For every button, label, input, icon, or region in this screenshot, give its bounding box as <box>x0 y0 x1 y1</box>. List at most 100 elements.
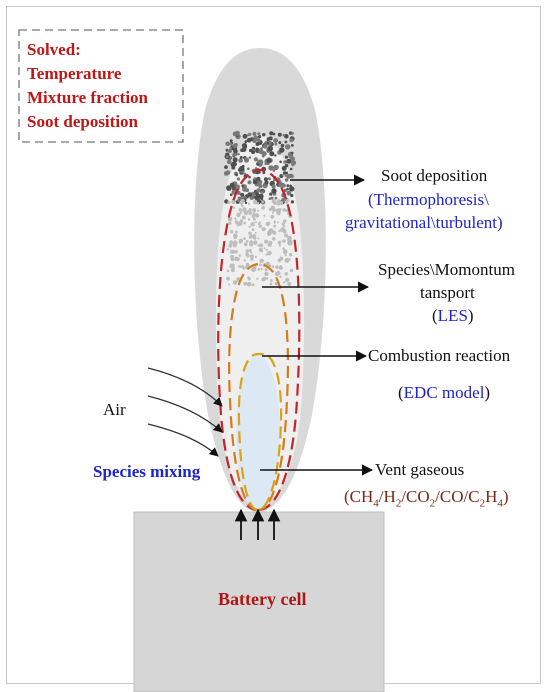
soot-particle <box>239 265 242 268</box>
soot-particle <box>264 268 268 272</box>
soot-particle <box>284 178 289 182</box>
soot-particle <box>273 224 277 228</box>
soot-particle <box>271 188 277 194</box>
soot-particle <box>256 277 259 280</box>
soot-particle <box>237 153 240 156</box>
soot-particle <box>276 221 279 224</box>
battery-cell-label: Battery cell <box>218 589 307 609</box>
formula-separator: / <box>378 487 384 506</box>
soot-particle <box>229 139 233 143</box>
soot-particle <box>236 177 241 181</box>
air-flow-arrow-3 <box>147 423 219 457</box>
air-label: Air <box>103 400 126 419</box>
soot-particle <box>273 201 277 206</box>
soot-particle <box>290 151 294 155</box>
soot-particle <box>283 219 287 223</box>
soot-particle <box>290 144 294 147</box>
soot-particle <box>248 156 252 159</box>
soot-particle <box>270 205 276 211</box>
soot-particle <box>281 198 285 202</box>
soot-particle <box>289 268 294 273</box>
soot-particle <box>279 147 285 153</box>
soot-particle <box>252 138 257 144</box>
soot-particle <box>278 265 283 270</box>
soot-particle <box>285 277 290 282</box>
soot-particle <box>232 240 238 246</box>
soot-particle <box>271 265 275 268</box>
soot-particle <box>262 144 268 149</box>
soot-particle <box>251 283 255 287</box>
soot-particle <box>279 275 282 278</box>
soot-particle <box>232 143 238 149</box>
soot-particle <box>282 239 286 243</box>
soot-particle <box>260 267 263 271</box>
soot-particle <box>253 199 258 205</box>
soot-particle <box>260 249 264 253</box>
soot-particle <box>243 281 248 286</box>
soot-particle <box>245 240 249 243</box>
soot-particle <box>229 142 233 146</box>
soot-particle <box>274 282 278 286</box>
soot-particle <box>263 177 268 182</box>
soot-particle <box>228 283 231 286</box>
soot-particle <box>226 159 232 165</box>
soot-particle <box>284 155 288 159</box>
soot-particle <box>250 257 254 261</box>
soot-particle <box>267 250 272 256</box>
soot-particle <box>284 174 288 177</box>
soot-particle <box>259 243 264 248</box>
soot-particle <box>230 268 235 273</box>
soot-particle <box>248 175 251 179</box>
soot-particle <box>290 160 297 166</box>
soot-particle <box>286 190 292 196</box>
soot-particle <box>289 174 294 179</box>
soot-particle <box>233 235 238 240</box>
soot-particle <box>254 232 257 234</box>
soot-particle <box>241 265 245 269</box>
soot-particle <box>249 254 254 259</box>
soot-particle <box>267 145 274 152</box>
soot-particle <box>233 148 238 154</box>
formula-separator: / <box>401 487 407 506</box>
soot-particle <box>277 258 282 263</box>
soot-particle <box>286 187 289 191</box>
les-model-name: LES <box>437 306 468 325</box>
soot-particle <box>227 216 233 222</box>
soot-particle <box>277 132 282 137</box>
soot-particle <box>227 200 231 205</box>
vent-gas-core <box>236 355 280 511</box>
soot-particle <box>290 193 294 198</box>
soot-particle <box>283 188 288 193</box>
soot-particle <box>229 263 235 269</box>
formula-species-subscript: 4 <box>373 497 379 510</box>
soot-particle <box>285 201 289 204</box>
soot-particle <box>248 225 251 228</box>
soot-particle <box>248 212 252 215</box>
soot-particle <box>266 158 272 164</box>
soot-particle <box>239 156 243 159</box>
orange-dashed-flame-zone <box>228 262 290 512</box>
soot-particle <box>281 173 284 177</box>
solved-item-soot-deposition: Soot deposition <box>27 112 138 131</box>
soot-particle <box>278 182 284 188</box>
soot-particle <box>228 243 233 248</box>
soot-particle <box>276 199 281 204</box>
soot-particle <box>263 214 266 217</box>
soot-particle <box>277 240 282 245</box>
soot-particle <box>251 149 256 155</box>
soot-particle <box>275 265 279 269</box>
soot-particle <box>274 196 278 200</box>
soot-particle <box>251 267 256 272</box>
soot-particle <box>250 243 254 247</box>
soot-particle <box>252 212 256 216</box>
soot-particle <box>285 144 291 150</box>
soot-particle <box>229 240 234 245</box>
soot-particle <box>224 165 228 170</box>
soot-particle <box>252 179 258 185</box>
soot-particle <box>257 138 261 143</box>
soot-particle <box>227 149 232 153</box>
soot-particle <box>244 140 248 144</box>
soot-particle <box>226 248 230 251</box>
soot-particle <box>264 180 269 185</box>
soot-particle <box>286 158 292 164</box>
